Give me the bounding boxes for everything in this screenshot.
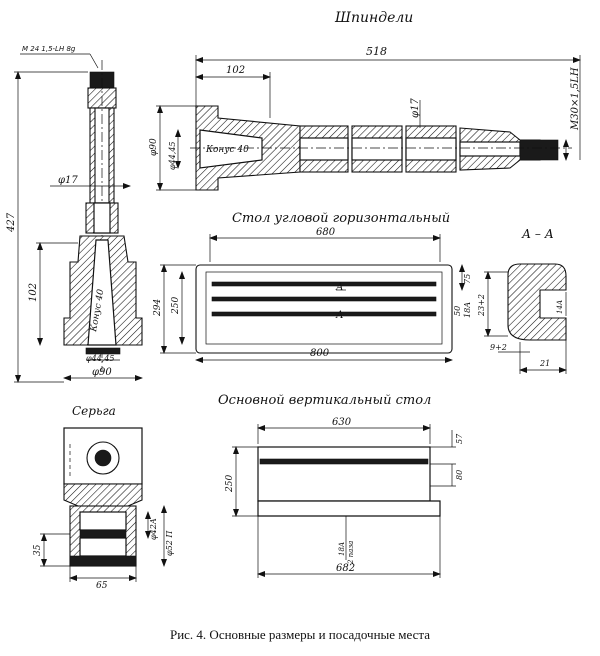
dim-294-label: 294 [153,299,163,317]
dim-250-label: 250 [171,297,181,315]
thread-spec-label: M 24 1,5-LH 8g [22,45,76,53]
dim-23-label: 23+2 [477,294,486,317]
dim-phi17-right-label: φ17 [410,98,421,118]
dim-250-vt-label: 250 [225,475,235,493]
section-aa-title: А – А [521,227,554,241]
dim-phi90-label: φ90 [149,138,159,156]
dim-slot-label: 18А [338,542,346,556]
angle-table-view: 680 А А 800 294 250 75 50 18А [153,227,472,363]
dim-80-label: 80 [455,470,464,480]
dim-m30-label: M30×1,5LH [570,67,581,131]
slot-note-label: 2 паза [347,541,355,565]
dim-phi52-label: φ52 П [165,530,174,556]
dim-total-length-label: 518 [366,45,387,58]
dim-682-label: 682 [336,563,355,574]
earring-view: 35 65 φ42А φ52 П [33,427,174,591]
figure-caption: Рис. 4. Основные размеры и посадочные ме… [169,627,431,642]
dim-102-top-label: 102 [226,65,245,76]
dim-21-label: 21 [539,359,550,368]
dim-680-label: 680 [316,227,336,238]
dim-phi42-label: φ42А [149,518,158,540]
dim-50-label: 50 [453,306,462,316]
spindles-title: Шпиндели [334,10,413,26]
horizontal-spindle-view: 518 102 Конус 40 φ90 φ44,45 φ17 M30×1,5L… [149,45,581,191]
dim-phi44-label: φ44,45 [168,141,177,170]
angle-table-title: Стол угловой горизонтальный [232,211,450,226]
dim-65-label: 65 [96,581,108,591]
vertical-table-view: 630 250 57 80 18А 2 паза 682 [225,417,464,578]
dim-phi17-left-label: φ17 [58,175,78,186]
dim-427-label: 427 [6,212,17,233]
dim-9-label: 9+2 [490,343,507,352]
section-marker-bottom: А [335,310,344,321]
dim-102-left-label: 102 [28,283,39,302]
cone-label-horizontal: Конус 40 [205,145,249,155]
dim-18a-label: 18А [463,302,472,318]
dim-630-label: 630 [332,417,352,428]
section-marker-top: А [335,282,344,293]
dim-75-label: 75 [463,274,472,284]
vertical-spindle-view: M 24 1,5-LH 8g Конус 40 427 102 φ17 φ44 [6,45,143,383]
section-aa-view: 23+2 14А 9+2 21 [477,263,567,374]
dim-800-label: 800 [310,348,330,359]
earring-title: Серьга [72,404,116,418]
dim-35-label: 35 [33,544,43,556]
vertical-table-title: Основной вертикальный стол [218,393,431,408]
dim-57-label: 57 [455,433,464,444]
dim-phi44-bottom-label: φ44,45 [86,354,115,363]
dim-phi90-bottom-label: φ90 [92,367,112,378]
dim-14a-label: 14А [556,300,564,314]
